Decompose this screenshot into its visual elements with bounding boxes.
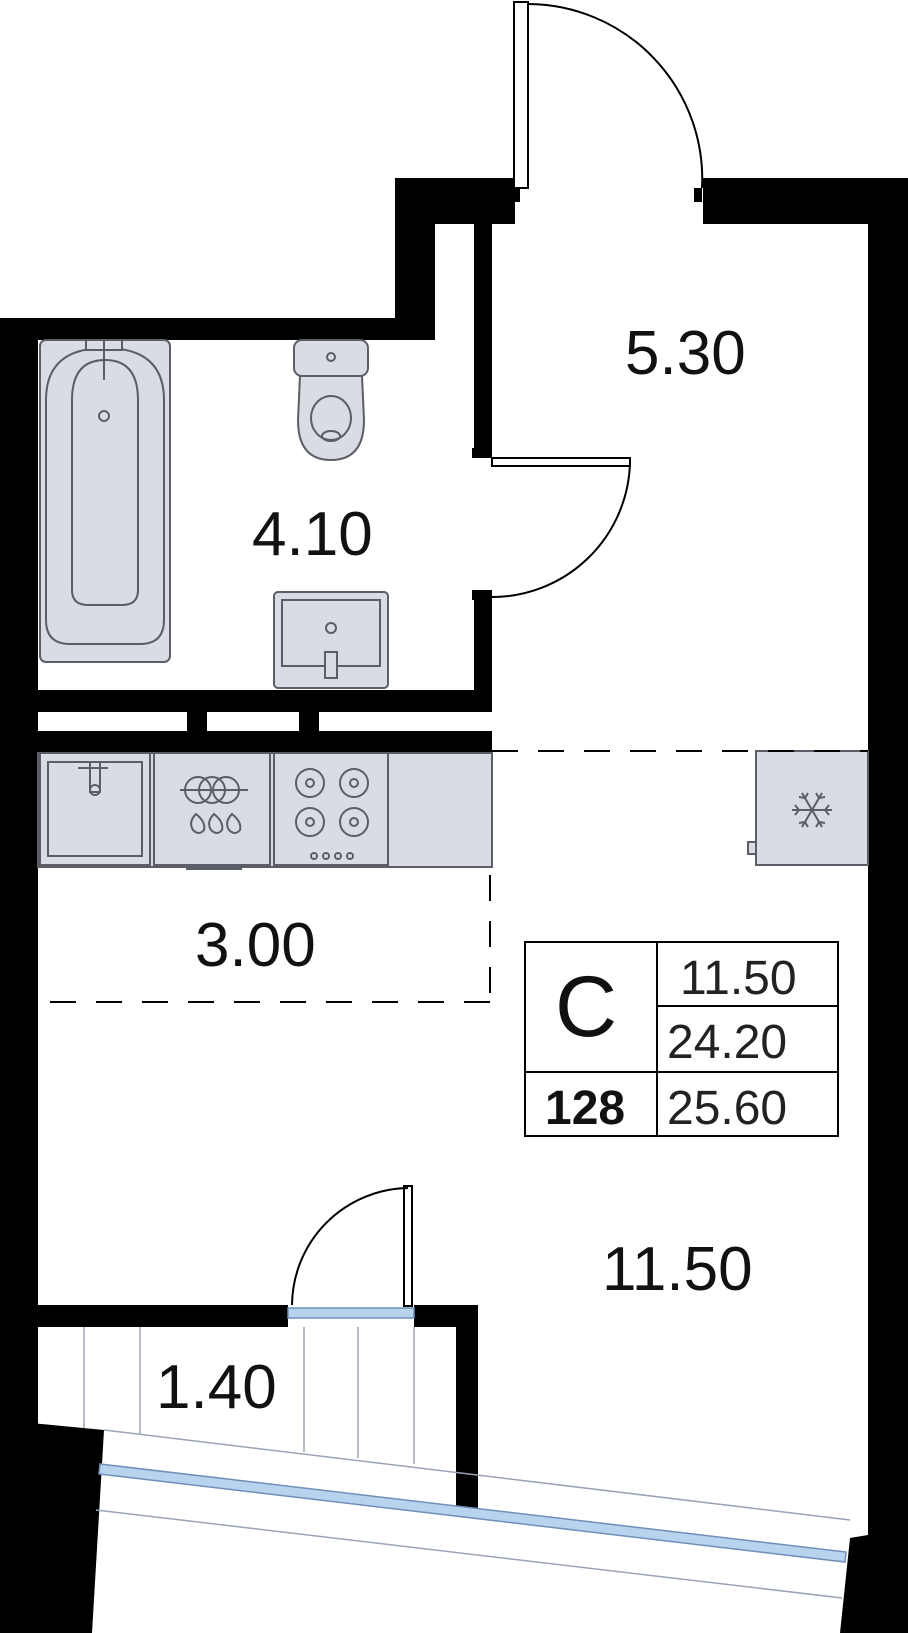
balcony-top-wall-left <box>38 1305 288 1327</box>
toilet-bowl <box>296 375 366 462</box>
balcony-edge-outer <box>95 1509 843 1599</box>
toilet-hole <box>321 430 341 442</box>
balcony-door-threshold <box>287 1307 415 1319</box>
stove-knob-2 <box>322 852 330 860</box>
burner-1-outer <box>295 768 325 798</box>
balcony-door-leaf <box>403 1185 413 1307</box>
snowflake-icon <box>792 792 832 828</box>
stove-knob-3 <box>334 852 342 860</box>
burner-1-inner <box>305 778 315 788</box>
fridge-handle <box>747 841 757 855</box>
toilet-button <box>326 352 336 362</box>
bathroom-sink-drain <box>325 622 337 634</box>
burner-4-outer <box>339 807 369 837</box>
apartment-info-table: С 11.50 24.20 128 25.60 <box>524 941 839 1137</box>
bathroom-door-jamb-bottom <box>472 590 492 600</box>
bathroom-sink <box>273 591 389 689</box>
entrance-door-jamb-left <box>512 188 520 202</box>
dishwasher-drop-3 <box>226 812 242 834</box>
bathtub-drain <box>98 410 110 422</box>
entrance-door-leaf <box>513 1 529 189</box>
bathtub <box>39 339 171 663</box>
stove-knob-1 <box>310 852 318 860</box>
bath-bottom-wall-2 <box>38 731 492 753</box>
info-apartment-number: 128 <box>545 1082 625 1135</box>
apartment-type-letter: С <box>555 959 617 1055</box>
balcony-glazing <box>98 1463 847 1563</box>
toilet-tank <box>293 339 369 377</box>
burner-4-inner <box>349 817 359 827</box>
hall-area-label: 5.30 <box>625 319 746 388</box>
right-outer-wall <box>868 178 908 1538</box>
bathroom-top-wall <box>0 318 414 340</box>
info-total-area: 24.20 <box>667 1016 787 1069</box>
balcony-right-wall <box>456 1305 478 1515</box>
stove-knob-4 <box>346 852 354 860</box>
zone-boundaries <box>50 750 868 1003</box>
info-total-with-balcony: 25.60 <box>667 1082 787 1135</box>
bathroom-sink-faucet <box>324 651 338 679</box>
left-outer-wall <box>0 318 38 1480</box>
balcony-area-label: 1.40 <box>156 1353 277 1422</box>
bath-bottom-post-1 <box>187 690 207 753</box>
bathroom-door-jamb-top <box>472 448 492 458</box>
stove <box>273 752 389 866</box>
balcony-edge-inner <box>103 1429 851 1521</box>
burner-3-outer <box>295 807 325 837</box>
bathtub-inner <box>71 358 139 606</box>
dishwasher-drop-2 <box>208 812 224 834</box>
bath-bottom-wall-1 <box>38 690 492 712</box>
bathroom-fixtures <box>39 339 389 689</box>
bathroom-door-swing <box>491 461 631 598</box>
living-area-label: 11.50 <box>602 1235 753 1304</box>
dishwasher-drop-1 <box>190 812 206 834</box>
balcony-door-swing <box>291 1187 409 1306</box>
bath-bottom-post-2 <box>299 690 319 753</box>
burner-2-inner <box>349 778 359 788</box>
entrance-door-jamb-right <box>694 188 702 202</box>
info-table-frame <box>524 941 839 1137</box>
room-labels: 5.30 4.10 3.00 11.50 1.40 <box>156 319 753 1422</box>
burner-3-inner <box>305 817 315 827</box>
walls <box>0 178 908 1633</box>
doors <box>287 1 704 1319</box>
kitchen-area-label: 3.00 <box>195 911 316 980</box>
info-living-area: 11.50 <box>680 952 797 1005</box>
bathroom-door-leaf <box>491 457 631 467</box>
right-bottom-wall <box>840 1535 908 1633</box>
balcony <box>83 1327 851 1599</box>
entrance-door-swing <box>527 3 704 189</box>
bath-right-wall-lower <box>474 600 492 698</box>
shaft-wall-right <box>474 178 492 448</box>
shaft-wall-top <box>395 178 515 224</box>
bath-area-label: 4.10 <box>252 500 373 569</box>
kitchen-fixtures <box>37 750 869 870</box>
kitchen-sink-faucet <box>89 761 101 793</box>
kitchen-sink-drain <box>89 784 101 796</box>
left-bottom-wall <box>0 1420 104 1633</box>
burner-2-outer <box>339 768 369 798</box>
fridge <box>755 750 869 866</box>
bathtub-outer <box>45 346 165 645</box>
dishwasher <box>153 752 271 866</box>
